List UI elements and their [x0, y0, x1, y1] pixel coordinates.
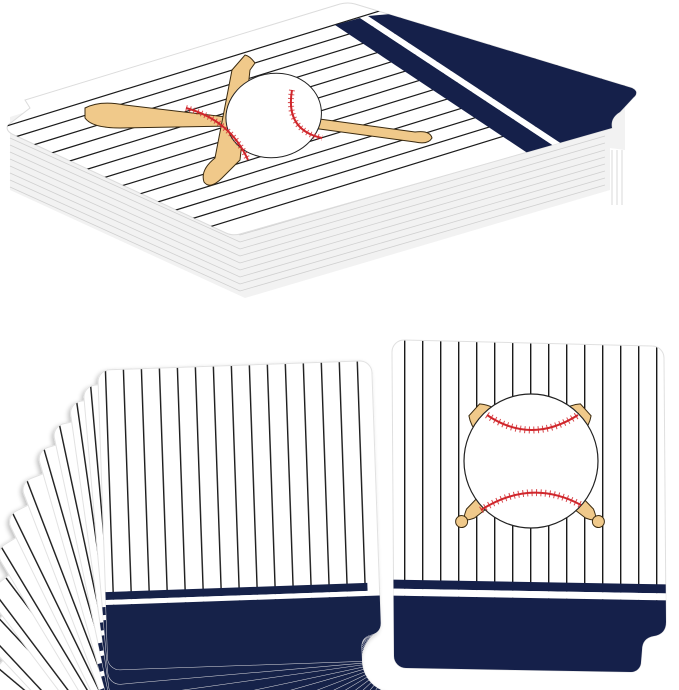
card-fan: [0, 360, 394, 690]
front-baseball-icon: [463, 393, 599, 529]
card-stack: [6, 2, 637, 298]
front-card: [391, 339, 667, 673]
stack-baseball-icon: [185, 72, 323, 162]
